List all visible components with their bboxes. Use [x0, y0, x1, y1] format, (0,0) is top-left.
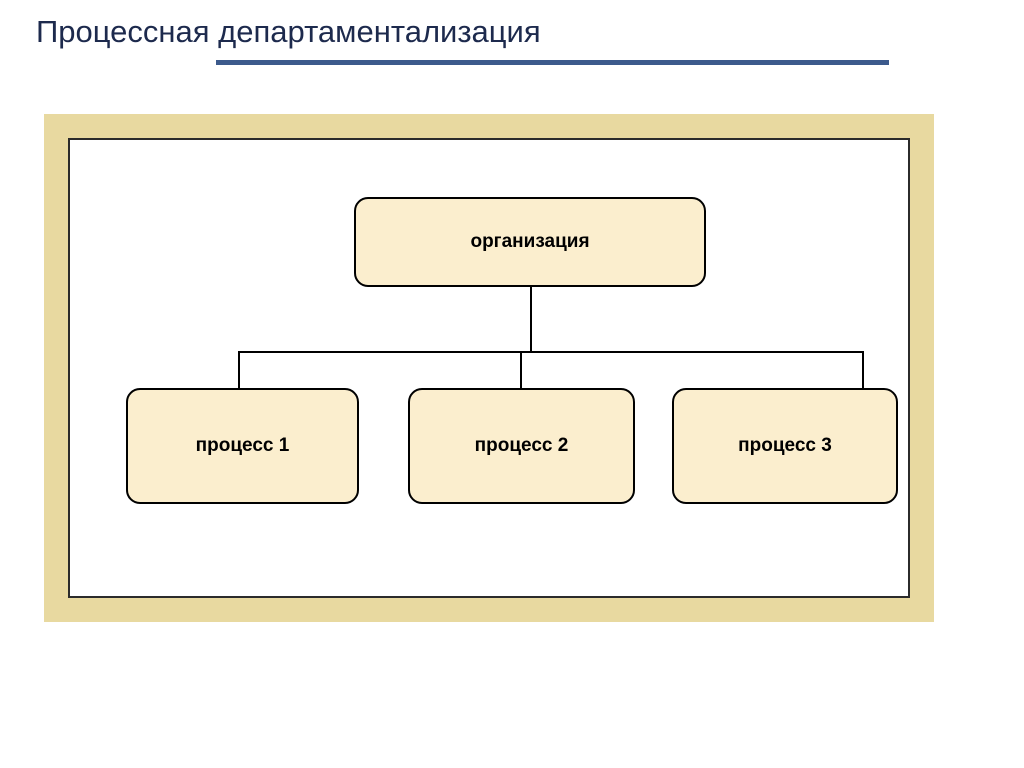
- node-process-3-label: процесс 3: [738, 435, 832, 456]
- connector-drop-process-2: [520, 351, 522, 388]
- node-process-1-label: процесс 1: [195, 435, 290, 456]
- node-process-2: процесс 2: [408, 388, 635, 504]
- node-organization: организация: [354, 197, 706, 287]
- connector-root-vertical: [530, 287, 532, 352]
- org-chart: организация процесс 1 процесс 2 процесс …: [70, 140, 912, 600]
- connector-drop-process-3: [862, 351, 864, 388]
- node-process-1: процесс 1: [126, 388, 359, 504]
- page-title: Процессная департаментализация: [36, 14, 541, 49]
- title-underline-rule: [216, 60, 889, 65]
- connector-drop-process-1: [238, 351, 240, 388]
- node-process-2-label: процесс 2: [474, 435, 569, 456]
- node-organization-label: организация: [470, 231, 590, 252]
- connector-horizontal-bus: [238, 351, 864, 353]
- node-process-3: процесс 3: [672, 388, 898, 504]
- diagram-frame-inner: организация процесс 1 процесс 2 процесс …: [68, 138, 910, 598]
- diagram-frame-outer: организация процесс 1 процесс 2 процесс …: [44, 114, 934, 622]
